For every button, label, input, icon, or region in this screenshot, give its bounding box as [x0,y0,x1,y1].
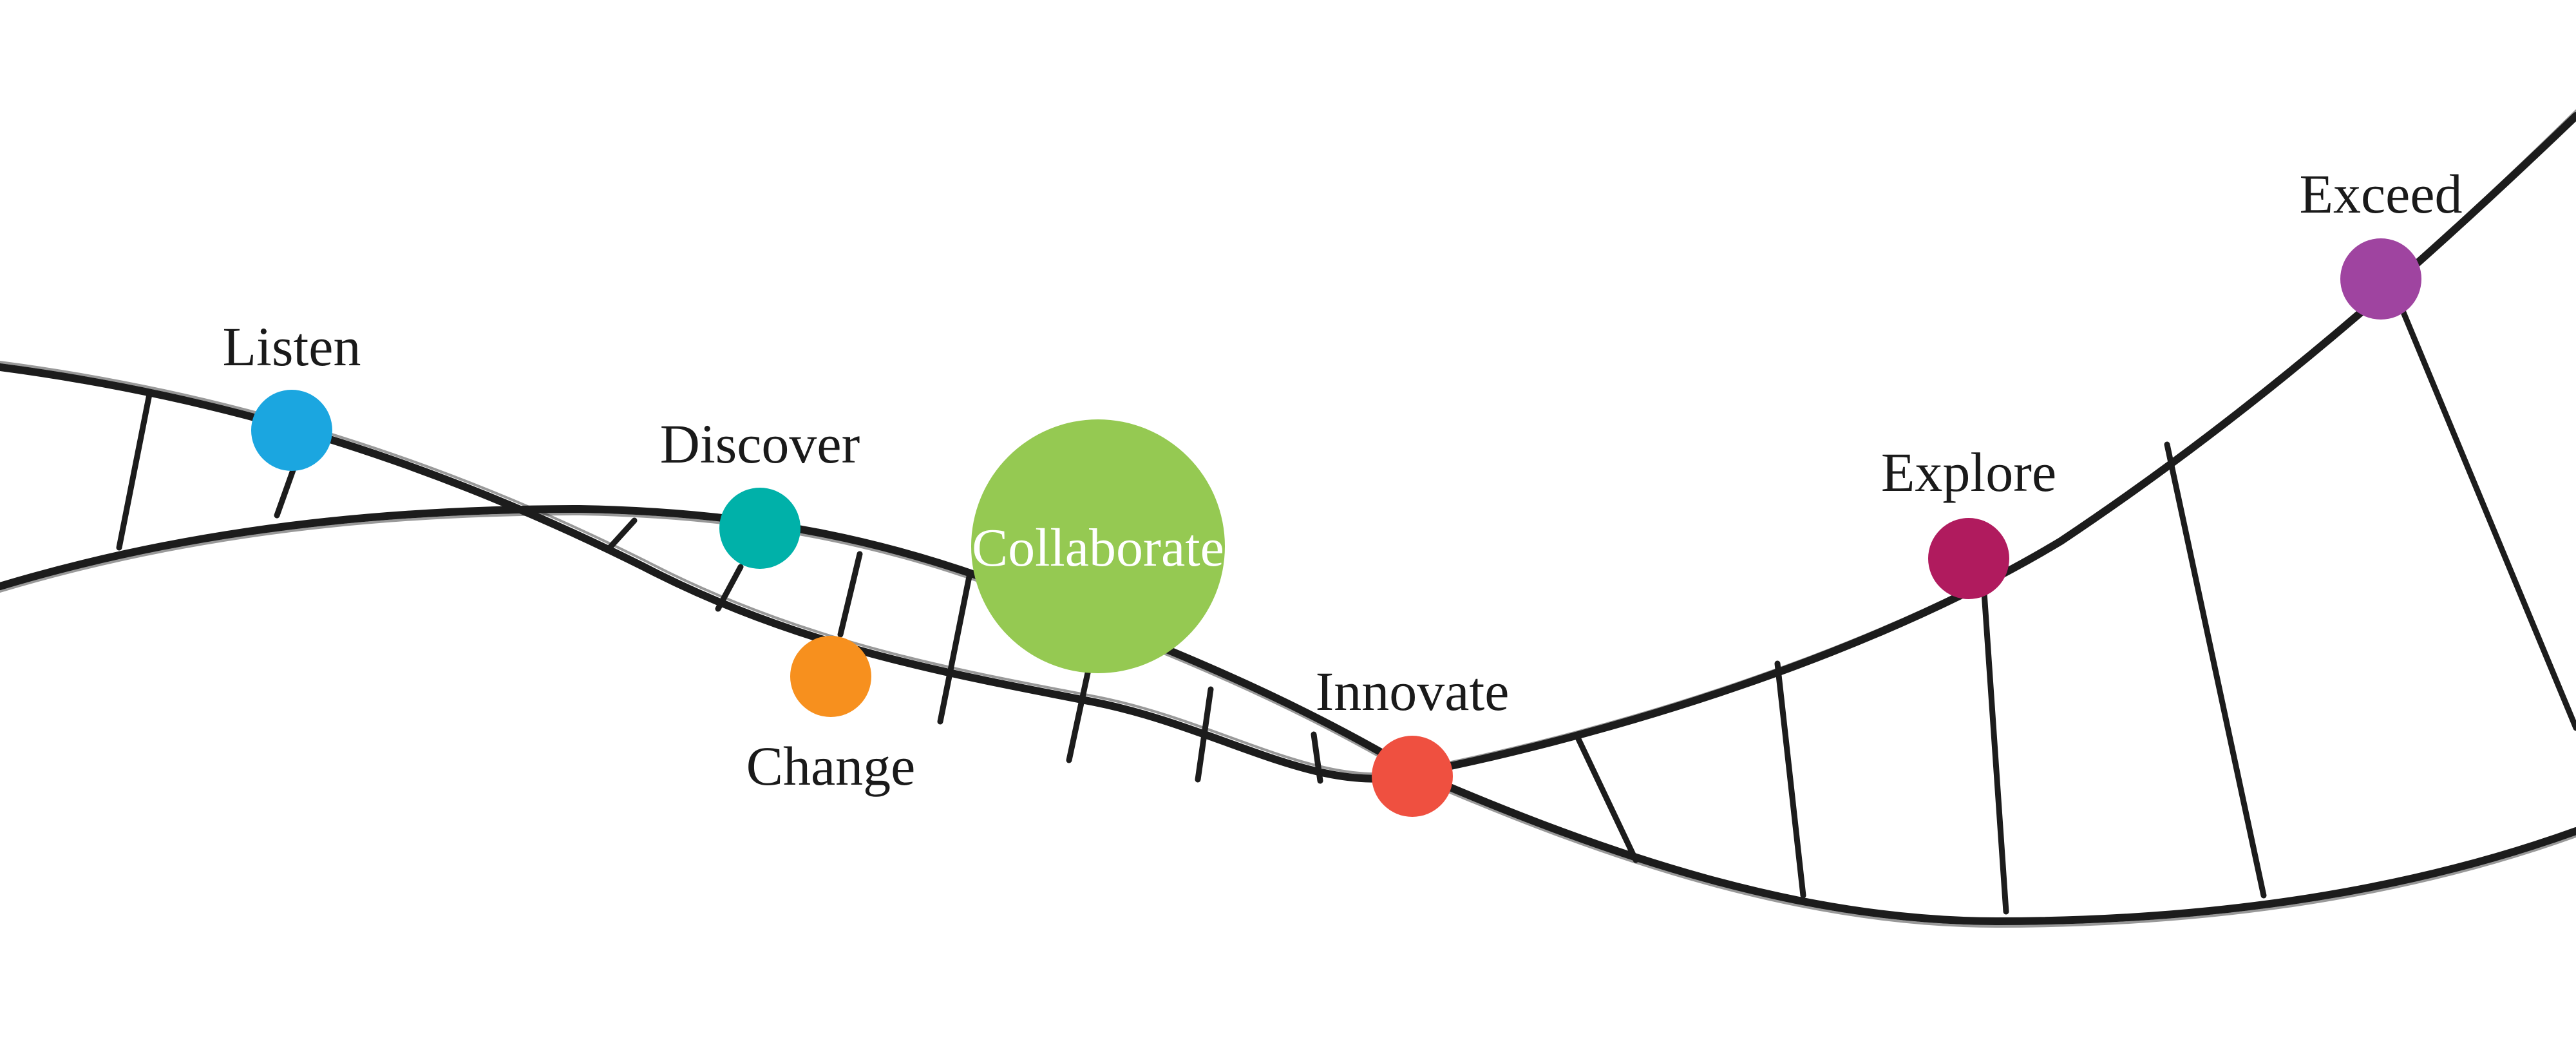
node-listen-label: Listen [223,316,361,378]
rung [116,391,153,551]
node-collaborate: Collaborate [971,419,1225,673]
rung [937,573,972,725]
node-explore: Explore [1881,441,2056,599]
node-innovate: Innovate [1316,660,1510,817]
rung [1980,580,2009,915]
node-discover-dot [719,488,800,569]
helix-rungs [116,306,2576,915]
rung [1066,667,1092,763]
strand-b [0,505,2576,928]
rung [1311,731,1323,784]
node-discover: Discover [660,413,860,569]
rung [2399,306,2576,731]
node-change-label: Change [746,735,916,797]
rung [274,467,296,519]
node-listen: Listen [223,316,361,471]
node-change-dot [790,636,871,717]
node-exceed: Exceed [2299,163,2463,320]
node-innovate-label: Innovate [1316,660,1510,722]
node-exceed-label: Exceed [2299,163,2462,225]
rung [715,564,744,612]
rung [2164,441,2267,899]
rung [1774,660,1806,899]
node-explore-label: Explore [1881,441,2056,503]
node-collaborate-label: Collaborate [972,518,1224,578]
node-discover-label: Discover [660,413,860,475]
node-listen-dot [251,390,332,471]
strand-a [0,110,2576,783]
rung [1575,734,1639,863]
node-collaborate-dot [971,419,1225,673]
node-innovate-dot [1372,736,1453,817]
node-explore-dot [1928,518,2009,599]
rung [605,517,638,552]
rung [1195,686,1214,783]
node-exceed-dot [2340,238,2421,320]
rung [837,551,863,638]
node-change: Change [746,636,916,797]
